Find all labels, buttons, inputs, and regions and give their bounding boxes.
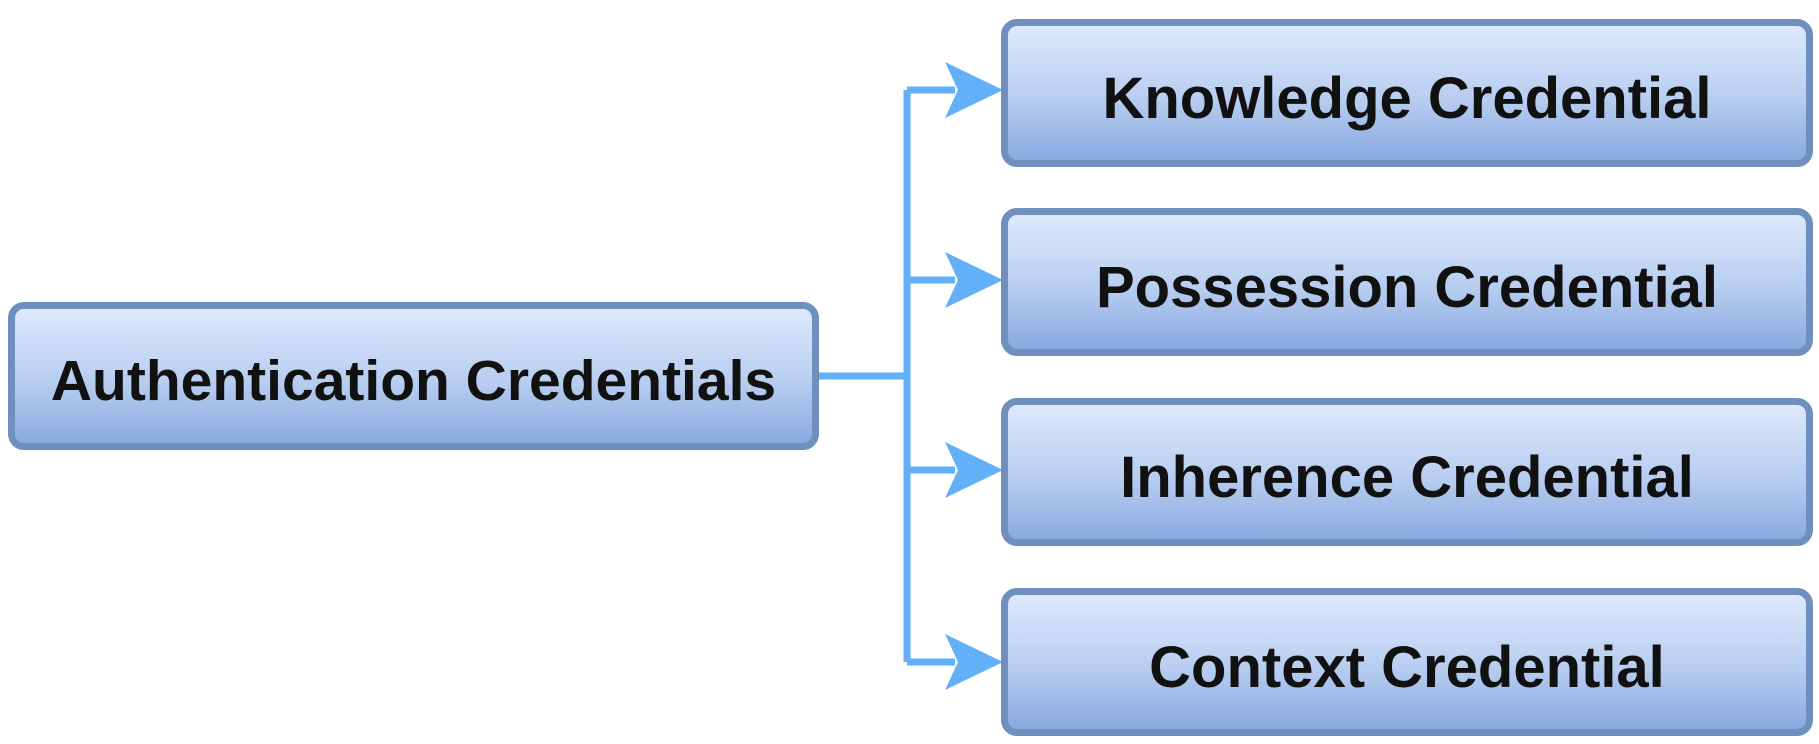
root-node-label: Authentication Credentials: [50, 349, 777, 413]
child-node-knowledge-credential: Knowledge Credential: [1001, 19, 1813, 167]
arrowhead-inherence: [945, 442, 1003, 498]
arrowhead-knowledge: [945, 62, 1003, 118]
child-node-label: Possession Credential: [1095, 254, 1719, 320]
arrowhead-possession: [945, 252, 1003, 308]
child-node-label: Knowledge Credential: [1102, 65, 1712, 131]
child-node-label: Inherence Credential: [1120, 444, 1694, 510]
arrowhead-context: [945, 634, 1003, 690]
child-node-label: Context Credential: [1149, 634, 1665, 700]
child-node-possession-credential: Possession Credential: [1001, 208, 1813, 356]
child-node-inherence-credential: Inherence Credential: [1001, 398, 1813, 546]
child-node-context-credential: Context Credential: [1001, 588, 1813, 736]
root-node-authentication-credentials: Authentication Credentials: [8, 302, 819, 450]
